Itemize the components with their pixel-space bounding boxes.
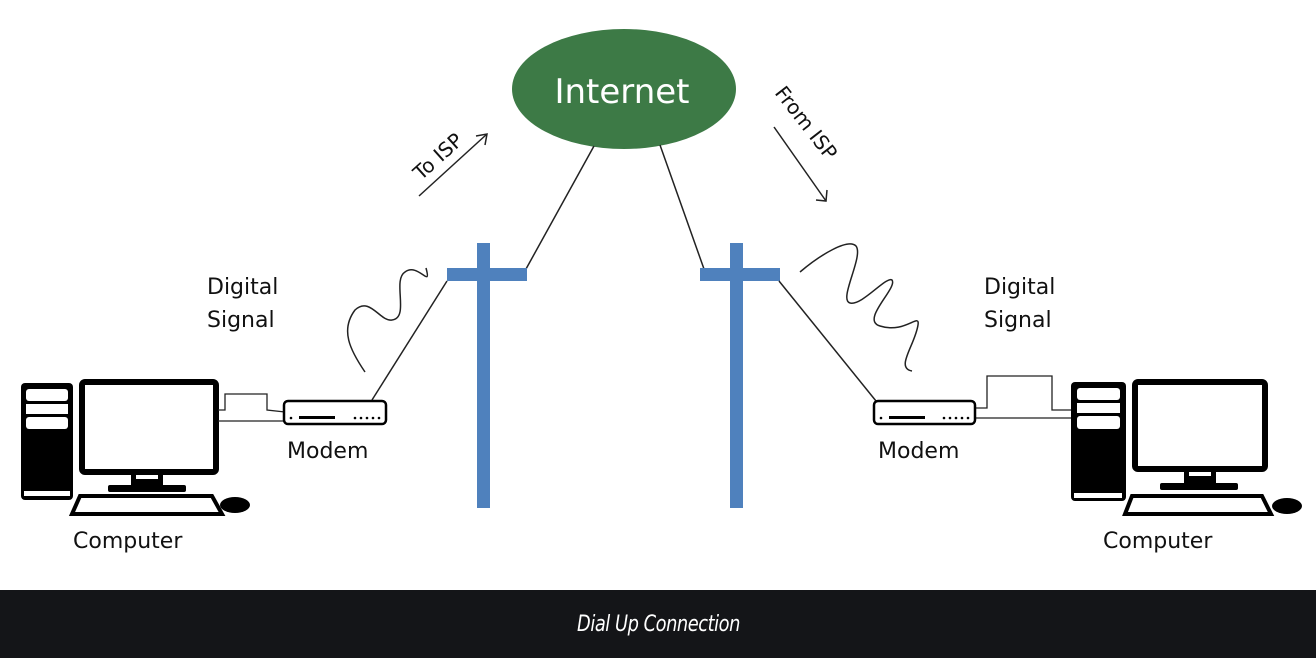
- right-modem-icon: [872, 399, 977, 426]
- left-computer-icon: [21, 379, 250, 516]
- right-cable-1: [975, 375, 1071, 411]
- left-computer-label: Computer: [73, 529, 183, 554]
- left-cable-1: [218, 393, 286, 413]
- figure-caption: Dial Up Connection: [576, 611, 740, 637]
- right-computer-icon: [1071, 379, 1302, 516]
- right-analog-wave: [799, 243, 919, 372]
- internet-to-right-pole-line: [659, 144, 705, 270]
- internet-node: Internet: [512, 29, 736, 149]
- right-signal-label-line1: Digital: [984, 275, 1055, 300]
- internet-to-left-pole-line: [525, 145, 595, 270]
- right-signal-label-line2: Signal: [984, 308, 1052, 333]
- to-isp-arrow: To ISP: [408, 128, 488, 197]
- left-pole-to-modem-line: [371, 280, 448, 401]
- left-telephone-pole: [447, 243, 527, 508]
- from-isp-label: From ISP: [770, 81, 842, 164]
- right-telephone-pole: [700, 243, 780, 508]
- from-isp-arrow: From ISP: [770, 81, 842, 202]
- internet-label: Internet: [554, 72, 689, 112]
- left-modem-label: Modem: [287, 439, 368, 464]
- left-analog-wave: [346, 267, 429, 373]
- to-isp-label: To ISP: [408, 128, 468, 185]
- right-pole-to-modem-line: [778, 280, 877, 402]
- left-signal-label-line2: Signal: [207, 308, 275, 333]
- right-modem-label: Modem: [878, 439, 959, 464]
- right-computer-label: Computer: [1103, 529, 1213, 554]
- left-modem-icon: [282, 399, 388, 426]
- caption-bar: Dial Up Connection: [0, 590, 1316, 658]
- dial-up-diagram: Internet To ISP From ISP: [21, 29, 1302, 554]
- left-signal-label-line1: Digital: [207, 275, 278, 300]
